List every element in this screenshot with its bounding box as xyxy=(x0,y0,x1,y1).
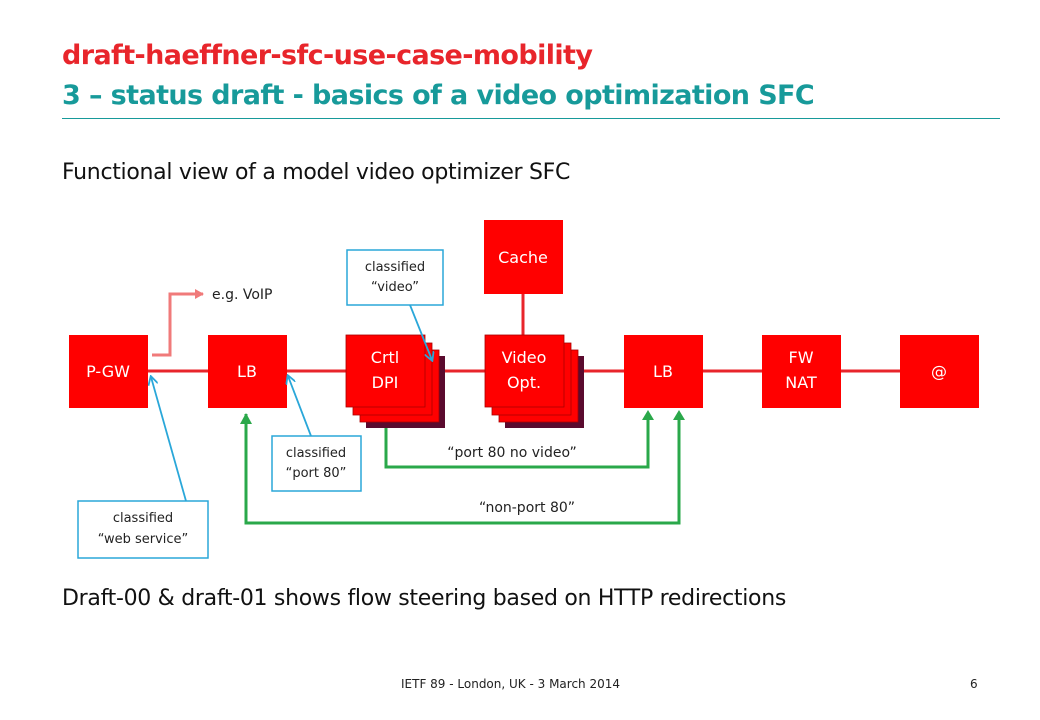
callout-web-line2: “web service” xyxy=(98,532,189,547)
callout-web-pointer xyxy=(151,377,187,502)
node-internet-label: @ xyxy=(931,362,947,381)
callout-port80-pointer xyxy=(288,376,312,437)
footer-text: IETF 89 - London, UK - 3 March 2014 xyxy=(401,677,621,691)
node-cache-label: Cache xyxy=(498,248,548,267)
node-lb-1-label: LB xyxy=(237,362,257,381)
label-non-port80: “non-port 80” xyxy=(479,500,575,516)
node-pgw-label: P-GW xyxy=(86,362,130,381)
steer-arrow-non-port80 xyxy=(244,410,685,525)
slide-title-main: draft-haeffner-sfc-use-case-mobility xyxy=(62,40,593,71)
voip-branch-arrow xyxy=(152,289,204,357)
callout-port80-line1: classified xyxy=(286,446,346,461)
callout-classified-port80: classified “port 80” xyxy=(271,435,362,492)
callout-web-line1: classified xyxy=(113,511,173,526)
bullet-draft-steering: Draft-00 & draft-01 shows flow steering … xyxy=(62,586,787,611)
voip-label: e.g. VoIP xyxy=(212,287,272,303)
node-dpi-stack: Crtl DPI xyxy=(345,334,445,428)
node-internet: @ xyxy=(900,335,979,408)
page-number: 6 xyxy=(970,677,978,691)
callout-classified-video: classified “video” xyxy=(346,249,444,306)
node-dpi-label-2: DPI xyxy=(372,373,399,392)
slide-title-sub: 3 – status draft - basics of a video opt… xyxy=(62,80,815,111)
node-video-opt-label-2: Opt. xyxy=(507,373,541,392)
title-divider xyxy=(62,118,1000,119)
node-dpi-label-1: Crtl xyxy=(371,348,399,367)
callout-port80-line2: “port 80” xyxy=(286,466,347,481)
steer-arrow-port80-novideo xyxy=(384,410,654,469)
callout-video-line1: classified xyxy=(365,260,425,275)
node-fw-nat: FW NAT xyxy=(762,335,841,408)
steer-arrowhead-lb1 xyxy=(240,413,252,424)
node-video-opt-label-1: Video xyxy=(502,348,547,367)
callout-classified-web-service: classified “web service” xyxy=(77,500,209,559)
node-cache: Cache xyxy=(484,220,563,294)
bullet-functional-view: Functional view of a model video optimiz… xyxy=(62,160,571,185)
node-lb-2: LB xyxy=(624,335,703,408)
node-pgw: P-GW xyxy=(69,335,148,408)
node-lb-2-label: LB xyxy=(653,362,673,381)
label-port80-novideo: “port 80 no video” xyxy=(447,445,577,461)
node-fw-label-2: NAT xyxy=(785,373,817,392)
node-video-opt-stack: Video Opt. xyxy=(484,334,584,428)
callout-video-pointer xyxy=(409,304,432,360)
callout-video-line2: “video” xyxy=(371,280,419,295)
node-fw-label-1: FW xyxy=(788,348,813,367)
node-lb-1: LB xyxy=(208,335,287,408)
